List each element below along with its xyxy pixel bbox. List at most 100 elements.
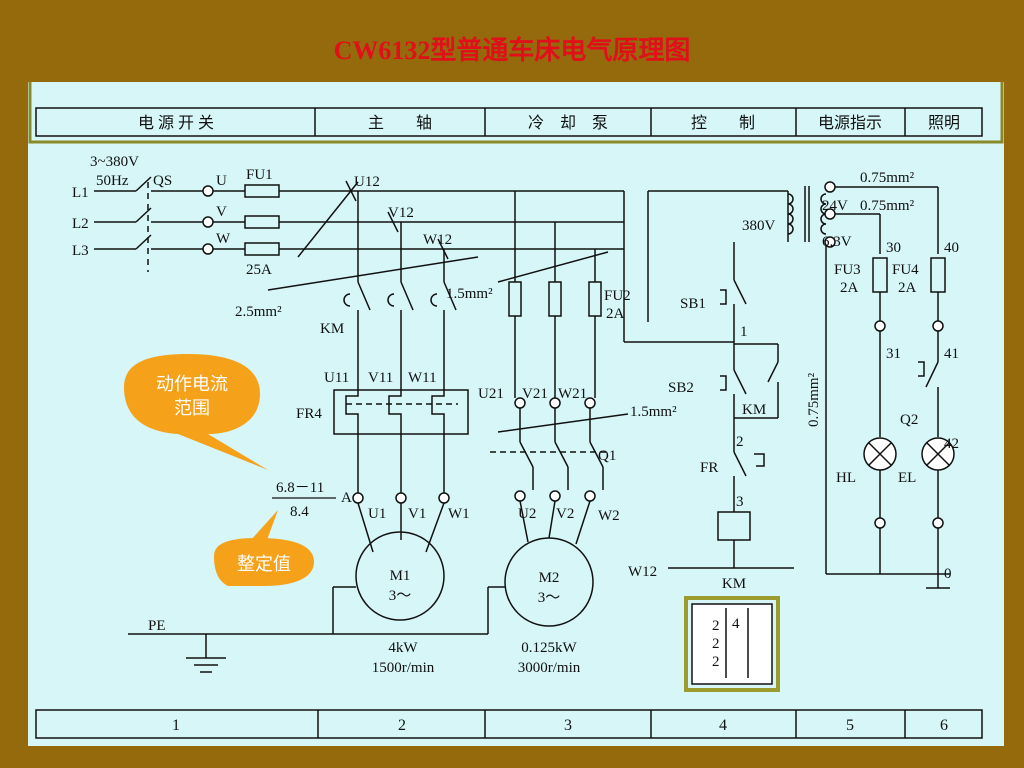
header-cell: 电 源 开 关 xyxy=(138,114,214,132)
term-w1: W1 xyxy=(448,506,470,522)
phase-w: W xyxy=(216,231,231,247)
wire-size-1: 0.75mm² xyxy=(860,170,915,186)
header-labels: 电 源 开 关 主 轴 冷 却 泵 控 制 电源指示 照明 xyxy=(138,114,960,132)
relay-fr4-label: FR4 xyxy=(296,406,322,422)
contact-table xyxy=(684,596,780,692)
node-1: 1 xyxy=(740,324,748,340)
term-u2: U2 xyxy=(518,506,536,522)
phase-u: U xyxy=(216,173,227,189)
footer-cell: 2 xyxy=(398,717,406,734)
header-cell: 照明 xyxy=(928,114,960,132)
fuse1-rating: 25A xyxy=(246,262,272,278)
table-cell: 2 xyxy=(712,636,720,652)
term-u11: U11 xyxy=(324,370,349,386)
node-31: 31 xyxy=(886,346,901,362)
drawing-paper: 电 源 开 关 主 轴 冷 却 泵 控 制 电源指示 照明 1 2 3 4 5 … xyxy=(28,78,1004,746)
motor1-name: M1 xyxy=(390,568,411,584)
contactor-km-label: KM xyxy=(320,321,344,337)
node-42: 42 xyxy=(944,436,959,452)
lamp-hl: HL xyxy=(836,470,856,486)
transformer-out1: 24V xyxy=(822,198,848,214)
node-40: 40 xyxy=(944,240,959,256)
header-cell: 主 轴 xyxy=(368,114,432,132)
motor2-speed: 3000r/min xyxy=(518,660,581,676)
fuse3-rating: 2A xyxy=(840,280,859,296)
fuse2-label: FU2 xyxy=(604,288,631,304)
callout-setting-text: 整定值 xyxy=(237,554,291,574)
node-3: 3 xyxy=(736,494,744,510)
header-frame xyxy=(28,78,1004,144)
term-u21: U21 xyxy=(478,386,504,402)
header-cell: 冷 却 泵 xyxy=(528,114,608,132)
footer-cell: 3 xyxy=(564,717,572,734)
schematic: 电 源 开 关 主 轴 冷 却 泵 控 制 电源指示 照明 1 2 3 4 5 … xyxy=(28,78,1004,739)
switch-q1: Q1 xyxy=(598,448,616,464)
switch-q2: Q2 xyxy=(900,412,918,428)
wire-size-2: 0.75mm² xyxy=(860,198,915,214)
setting-unit: A xyxy=(341,490,352,506)
term-u1: U1 xyxy=(368,506,386,522)
setting-value: 8.4 xyxy=(290,504,309,520)
node-0: 0 xyxy=(944,566,952,582)
ground-pe: PE xyxy=(148,618,166,634)
switch-qs: QS xyxy=(153,173,172,189)
node-41: 41 xyxy=(944,346,959,362)
fuse4-rating: 2A xyxy=(898,280,917,296)
aux-km: KM xyxy=(742,402,766,418)
line-l2: L2 xyxy=(72,216,89,232)
motor1-speed: 1500r/min xyxy=(372,660,435,676)
fuse2-rating: 2A xyxy=(606,306,625,322)
control-voltage: 380V xyxy=(742,218,776,234)
footer-cell: 5 xyxy=(846,717,854,734)
callout-range-line1: 动作电流 xyxy=(156,374,228,394)
line-l3: L3 xyxy=(72,243,89,259)
motor2-power: 0.125kW xyxy=(521,640,577,656)
setting-range: 6.8－11 xyxy=(276,480,324,496)
term-w21: W21 xyxy=(558,386,587,402)
motor1-circle xyxy=(355,531,445,621)
term-v2: V2 xyxy=(556,506,574,522)
footer-cell: 6 xyxy=(940,717,948,734)
node-2: 2 xyxy=(736,434,744,450)
km-coil xyxy=(717,511,751,541)
wire-w12: W12 xyxy=(423,232,452,248)
fuse4-label: FU4 xyxy=(892,262,919,278)
wire-size-3: 0.75mm² xyxy=(806,372,822,427)
table-cell: 4 xyxy=(732,616,740,632)
supply-frequency: 50Hz xyxy=(96,173,129,189)
fuse1-label: FU1 xyxy=(246,167,273,183)
footer-labels: 1 2 3 4 5 6 xyxy=(172,717,948,734)
term-w11: W11 xyxy=(408,370,437,386)
phase-v: V xyxy=(216,204,227,220)
footer-table xyxy=(35,709,983,739)
wire-size-a: 2.5mm² xyxy=(235,304,282,320)
transformer-out2: 6.3V xyxy=(822,234,852,250)
wire-u12: U12 xyxy=(354,174,380,190)
wire-w12-control: W12 xyxy=(628,564,657,580)
table-cell: 2 xyxy=(712,618,720,634)
motor1-power: 4kW xyxy=(388,640,418,656)
footer-cell: 1 xyxy=(172,717,180,734)
coolant-wire-size: 1.5mm² xyxy=(630,404,677,420)
callout-range-line2: 范围 xyxy=(174,398,210,418)
term-v1: V1 xyxy=(408,506,426,522)
header-cell: 电源指示 xyxy=(818,114,882,132)
button-sb1: SB1 xyxy=(680,296,706,312)
footer-cell: 4 xyxy=(719,717,727,734)
term-v11: V11 xyxy=(368,370,393,386)
callout-setting xyxy=(214,510,314,586)
coil-km-label: KM xyxy=(722,576,746,592)
supply-voltage: 3~380V xyxy=(90,154,139,170)
fuse3-label: FU3 xyxy=(834,262,861,278)
wire-size-b: 1.5mm² xyxy=(446,286,493,302)
header-table xyxy=(35,107,983,137)
node-30: 30 xyxy=(886,240,901,256)
wire-v12: V12 xyxy=(388,205,414,221)
button-sb2: SB2 xyxy=(668,380,694,396)
motor2-name: M2 xyxy=(539,570,560,586)
lamp-el: EL xyxy=(898,470,916,486)
motor1-phase: 3～ xyxy=(389,588,412,604)
table-cell: 2 xyxy=(712,654,720,670)
line-l1: L1 xyxy=(72,185,89,201)
term-v21: V21 xyxy=(522,386,548,402)
